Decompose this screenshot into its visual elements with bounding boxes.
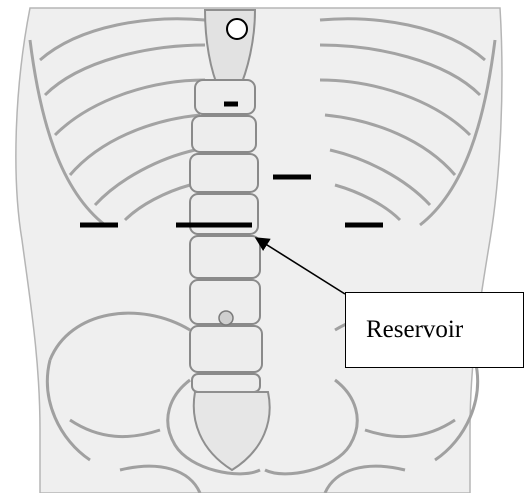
reservoir-label: Reservoir [345,292,524,368]
spine [190,80,262,392]
navel [219,311,233,325]
circle-marker [227,19,247,39]
reservoir-label-text: Reservoir [366,316,463,344]
